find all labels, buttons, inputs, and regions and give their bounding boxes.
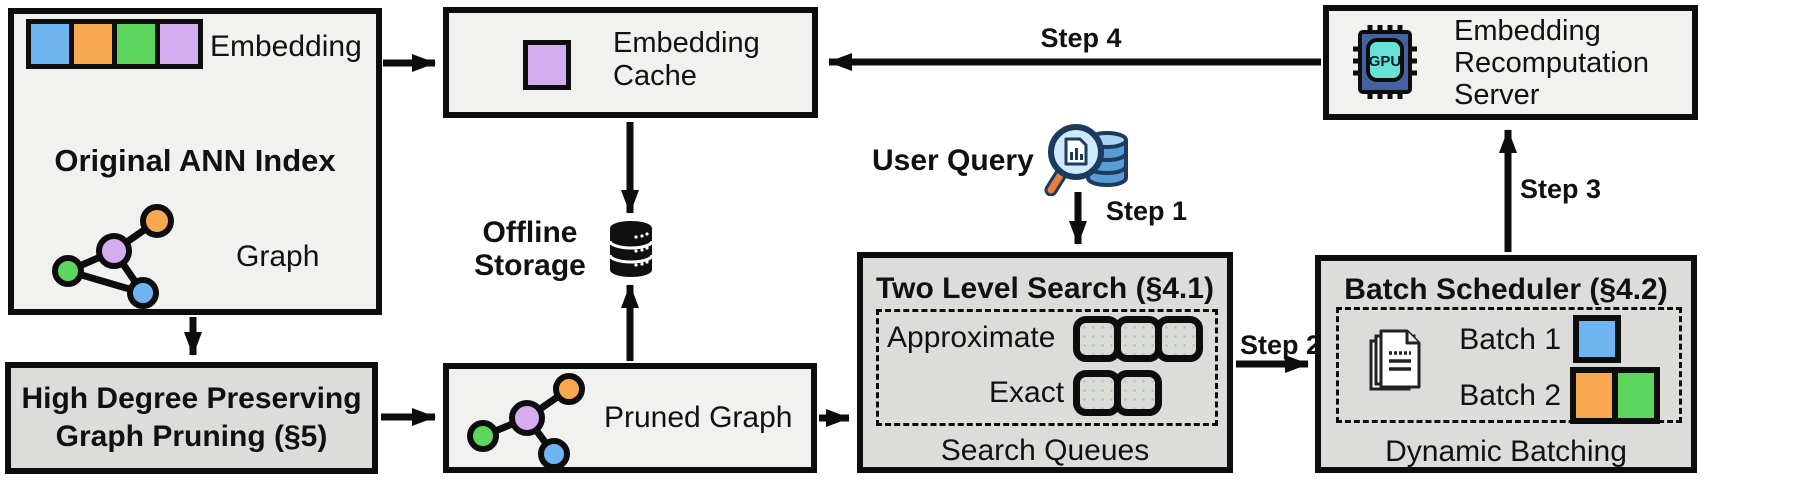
step3-label: Step 3 (1520, 174, 1602, 204)
green-embedding-square (1612, 373, 1654, 418)
gpu-chip-icon: GPU (1353, 25, 1417, 99)
recomputation-server-box: GPU Embedding Recomputation Server (1323, 5, 1698, 120)
embedding-cache-label: Embedding Cache (613, 27, 760, 92)
step4-label: Step 4 (1040, 23, 1122, 53)
embedding-vector-icon (26, 19, 203, 69)
database-icon (608, 221, 654, 277)
server-label: Embedding Recomputation Server (1454, 15, 1650, 111)
dynamic-batching-label: Dynamic Batching (1385, 435, 1627, 468)
offline-storage-label: Offline Storage (474, 216, 586, 282)
search-queues-region (876, 309, 1218, 426)
batch-scheduler-box: Batch Scheduler (§4.2) Batch 1 Batch 2 D… (1315, 255, 1697, 473)
approximate-label: Approximate (887, 321, 1056, 354)
exact-queues-icon (1073, 370, 1162, 416)
two-level-search-box: Two Level Search (§4.1) Approximate Exac… (857, 252, 1233, 473)
green-embedding-square (112, 19, 160, 69)
step2-label: Step 2 (1240, 330, 1322, 360)
pruned-graph-icon (467, 373, 585, 467)
approximate-queues-icon (1073, 316, 1203, 362)
documents-icon (1369, 329, 1421, 391)
dynamic-batching-region (1336, 307, 1682, 423)
user-query-label: User Query (872, 144, 1034, 177)
batch1-label: Batch 1 (1459, 323, 1561, 356)
exact-label: Exact (989, 376, 1065, 409)
graph-label: Graph (236, 240, 320, 273)
search-queues-label: Search Queues (940, 434, 1150, 467)
graph-pruning-box: High Degree Preserving Graph Pruning (§5… (5, 362, 378, 474)
embedding-label: Embedding (210, 30, 362, 63)
graph-pruning-title: High Degree Preserving Graph Pruning (§5… (21, 382, 362, 453)
blue-embedding-square (26, 19, 74, 69)
pruned-graph-label: Pruned Graph (604, 401, 793, 434)
original-ann-index-box: Embedding Original ANN Index Graph (8, 8, 382, 315)
batch1-embedding-icon (1573, 315, 1621, 363)
graph-icon (52, 204, 174, 309)
batch2-embeddings-icon (1570, 367, 1660, 424)
orange-embedding-square (69, 19, 117, 69)
batch-scheduler-title: Batch Scheduler (§4.2) (1344, 273, 1668, 306)
ann-index-title: Original ANN Index (54, 143, 336, 178)
two-level-search-title: Two Level Search (§4.1) (876, 272, 1214, 305)
orange-embedding-square (1576, 373, 1612, 418)
step1-label: Step 1 (1106, 196, 1188, 226)
batch2-label: Batch 2 (1459, 379, 1561, 412)
cached-embedding-icon (523, 40, 571, 90)
purple-embedding-square (155, 19, 203, 69)
magnifier-database-icon (1044, 124, 1128, 196)
gpu-text: GPU (1369, 53, 1402, 70)
embedding-cache-box: Embedding Cache (443, 7, 818, 118)
pruned-graph-box: Pruned Graph (443, 363, 817, 473)
